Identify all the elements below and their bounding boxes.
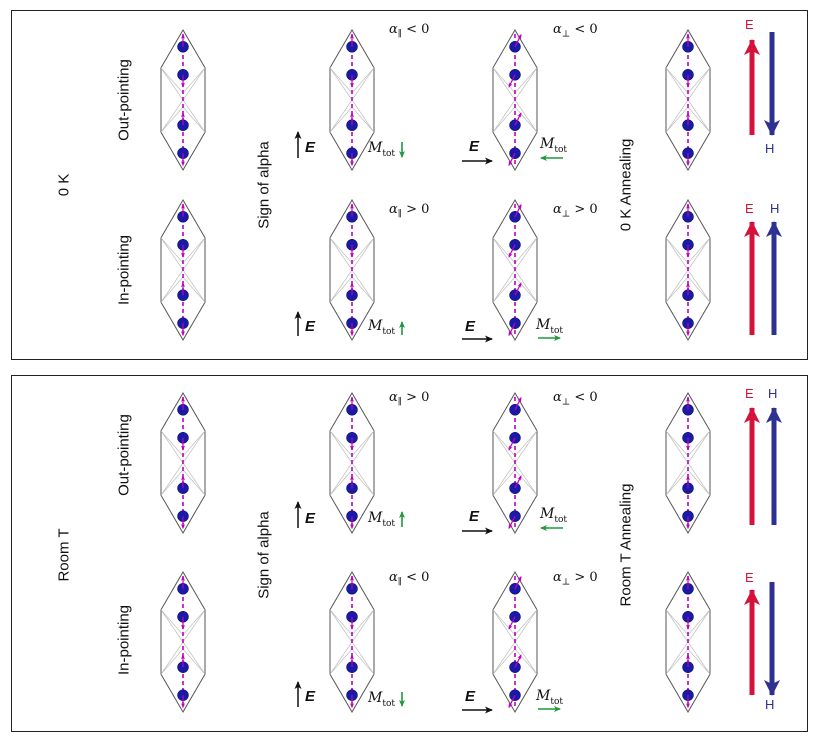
e-field-label: E xyxy=(305,688,316,705)
e-arrow-label: E xyxy=(745,570,754,585)
m-tot-label: Mtot xyxy=(368,510,395,529)
spin-arrow xyxy=(514,112,522,126)
spin-arrow xyxy=(508,694,516,709)
alpha-par-label: α∥ > 0 xyxy=(389,202,430,220)
e-field-label: E xyxy=(465,318,476,335)
alpha-par-label: α∥ > 0 xyxy=(389,390,430,408)
alpha-perp-label: α⊥ > 0 xyxy=(553,570,598,588)
spin-arrow xyxy=(514,396,522,411)
condition-label-room-t: Room T xyxy=(55,528,73,582)
spin-arrow xyxy=(514,33,522,48)
alpha-par-label: α∥ < 0 xyxy=(389,22,430,40)
alpha-par-label: α∥ < 0 xyxy=(389,570,430,588)
m-tot-label: Mtot xyxy=(540,136,567,155)
e-field-label: E xyxy=(305,139,316,156)
alpha-perp-label: α⊥ < 0 xyxy=(553,22,598,40)
h-arrow-label: H xyxy=(770,201,780,216)
alpha-perp-label: α⊥ > 0 xyxy=(553,202,598,220)
e-field-label: E xyxy=(305,318,316,335)
m-tot-label: Mtot xyxy=(540,506,567,525)
spin-arrow xyxy=(508,616,516,630)
spin-arrow xyxy=(508,322,516,337)
e-arrow-label: E xyxy=(745,17,754,32)
spin-arrow xyxy=(508,437,516,451)
spin-arrow xyxy=(514,475,522,489)
e-arrow-label: E xyxy=(745,386,754,401)
row-label-out-pointing-0k: Out-pointing xyxy=(115,59,133,141)
spin-arrow xyxy=(508,515,516,530)
annealing-label-room-t: Room T Annealing xyxy=(617,483,635,607)
alpha-perp-label: α⊥ < 0 xyxy=(553,390,598,408)
panel-0k xyxy=(11,10,808,360)
annealing-label-0k: 0 K Annealing xyxy=(617,138,635,232)
spin-arrow xyxy=(514,654,522,668)
h-arrow-label: H xyxy=(765,141,775,156)
row-label-in-pointing-0k: In-pointing xyxy=(115,234,133,306)
m-tot-label: Mtot xyxy=(536,688,563,707)
e-field-label: E xyxy=(305,510,316,527)
m-tot-label: Mtot xyxy=(368,318,395,337)
condition-label-0k: 0 K xyxy=(55,173,73,197)
m-tot-label: Mtot xyxy=(536,317,563,336)
e-field-label: E xyxy=(465,688,476,705)
m-tot-label: Mtot xyxy=(368,140,395,159)
e-arrow-label: E xyxy=(745,201,754,216)
spin-arrow xyxy=(508,74,516,88)
spin-arrow xyxy=(508,244,516,258)
h-arrow-label: H xyxy=(768,386,778,401)
m-tot-label: Mtot xyxy=(368,690,395,709)
panel-room-t xyxy=(11,375,808,732)
row-label-in-pointing-room-t: In-pointing xyxy=(115,604,133,676)
spin-arrow xyxy=(508,152,516,167)
row-label-out-pointing-room-t: Out-pointing xyxy=(115,414,133,496)
spin-arrow xyxy=(514,282,522,296)
e-field-label: E xyxy=(469,508,480,525)
sign-of-alpha-label-room-t: Sign of alpha xyxy=(255,511,273,599)
e-field-label: E xyxy=(469,138,480,155)
spin-arrow xyxy=(514,203,522,218)
spin-arrow xyxy=(514,575,522,590)
sign-of-alpha-label-0k: Sign of alpha xyxy=(255,141,273,229)
h-arrow-label: H xyxy=(765,697,775,712)
